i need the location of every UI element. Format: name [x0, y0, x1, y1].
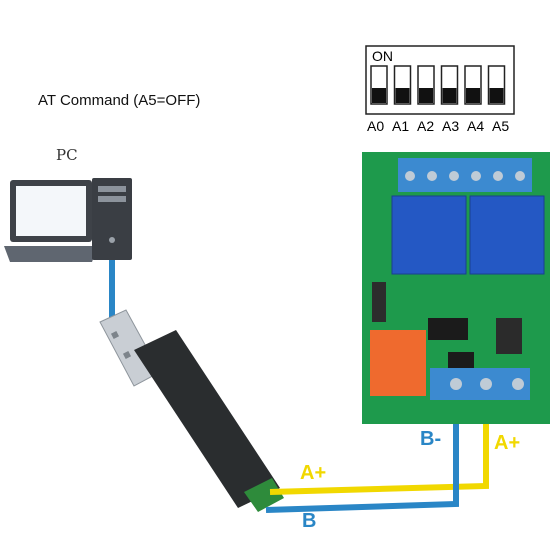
pc-label: PC — [56, 146, 78, 164]
label-b-minus: B- — [420, 428, 442, 450]
keyboard — [4, 246, 98, 262]
screw — [427, 171, 437, 181]
usb-plug-slot-2 — [122, 350, 132, 360]
screw — [515, 171, 525, 181]
dip-label-a2: A2 — [417, 118, 435, 134]
dip-label-a3: A3 — [442, 118, 460, 134]
relay-terminal-block — [398, 158, 532, 192]
dip-label-a1: A1 — [392, 118, 410, 134]
dip-on-label: ON — [372, 48, 393, 64]
diagram-caption: AT Command (A5=OFF) — [38, 92, 201, 109]
dip-switch-knob — [395, 88, 410, 103]
regulator — [496, 318, 522, 354]
relay-1 — [391, 195, 467, 275]
label-a-plus-bottom: A+ — [300, 462, 327, 484]
dip-label-a5: A5 — [492, 118, 510, 134]
usb-plug-slot-1 — [110, 330, 120, 340]
dip-switch-knob — [489, 88, 504, 103]
wire-b-minus — [265, 400, 459, 513]
wire-a-plus — [269, 400, 489, 495]
transistor — [448, 352, 474, 368]
onboard-dip-switch — [370, 330, 426, 396]
screw-a-plus — [480, 378, 492, 390]
usb-rs485-converter — [99, 309, 284, 512]
ic-chip — [428, 318, 468, 340]
screw — [449, 171, 459, 181]
label-a-plus-right: A+ — [494, 432, 521, 454]
dip-label-a0: A0 — [367, 118, 385, 134]
dip-switch-knob — [372, 88, 386, 103]
pin-header — [372, 282, 386, 322]
screw-b-minus — [450, 378, 462, 390]
screw — [493, 171, 503, 181]
label-b-bottom: B — [302, 510, 317, 532]
converter-body — [134, 330, 280, 508]
screw — [471, 171, 481, 181]
drive-bay-1 — [98, 186, 126, 192]
dip-toggles — [370, 65, 506, 105]
dip-switch-knob — [419, 88, 433, 103]
dip-switch-knob — [442, 88, 457, 103]
screw-gnd — [512, 378, 524, 390]
pc-illustration — [4, 178, 132, 262]
monitor-screen — [16, 186, 86, 236]
drive-bay-2 — [98, 196, 126, 202]
dip-label-a4: A4 — [467, 118, 485, 134]
relay-2 — [469, 195, 545, 275]
converter-terminal — [244, 478, 284, 512]
dip-switch-detail — [365, 45, 515, 115]
power-button — [109, 237, 115, 243]
relay-board — [362, 152, 550, 424]
screw — [405, 171, 415, 181]
dip-switch-knob — [466, 88, 480, 103]
